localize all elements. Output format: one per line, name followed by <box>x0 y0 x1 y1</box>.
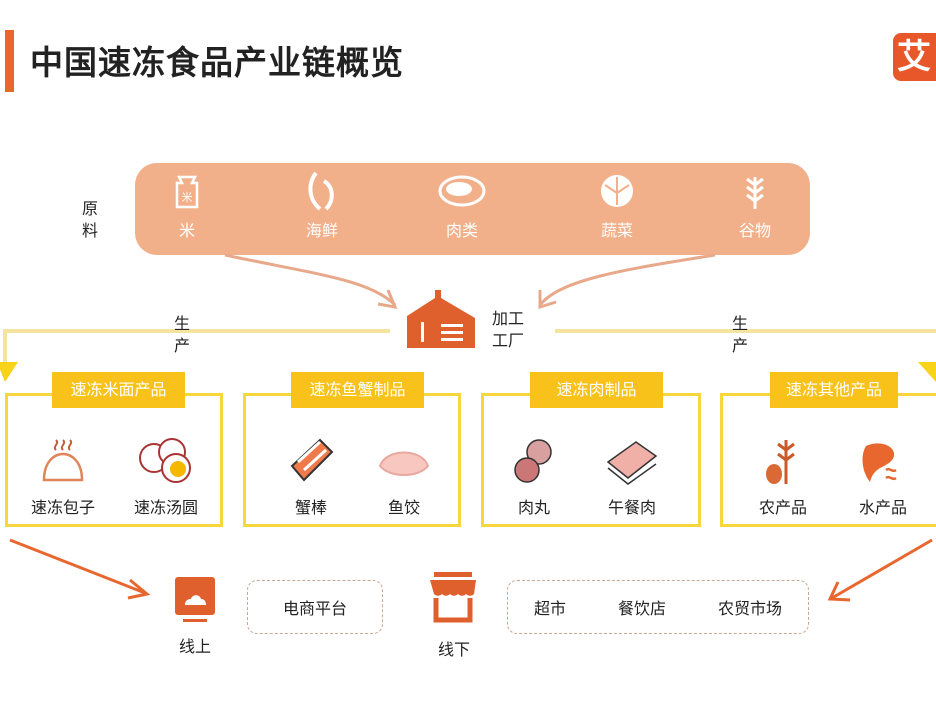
svg-text:米: 米 <box>182 191 193 204</box>
raw-item-meat: 肉类 <box>417 171 507 241</box>
outlet-ecommerce: 电商平台 <box>282 599 347 618</box>
raw-item-label: 蔬菜 <box>600 221 633 240</box>
raw-item-label: 谷物 <box>738 221 771 240</box>
product-label: 速冻汤圆 <box>133 498 198 517</box>
online-outlets-box: 电商平台 <box>247 580 383 634</box>
product-tangyuan: 速冻汤圆 <box>116 436 216 518</box>
raw-item-seafood: 海鲜 <box>277 171 367 241</box>
raw-item-rice: 米 米 <box>142 171 232 241</box>
raw-item-vegetable: 蔬菜 <box>572 171 662 241</box>
meatball-icon <box>514 439 552 483</box>
raw-label-char: 料 <box>82 221 99 240</box>
wheat-icon <box>746 177 764 209</box>
steak-icon <box>438 175 486 207</box>
category-tab: 速冻其他产品 <box>770 372 898 408</box>
raw-item-grain: 谷物 <box>710 171 800 241</box>
product-luncheon-meat: 午餐肉 <box>582 436 682 518</box>
arrowhead-right <box>918 362 936 382</box>
offline-outlets-box: 超市 餐饮店 农贸市场 <box>507 580 809 634</box>
product-meatball: 肉丸 <box>484 436 584 518</box>
product-label: 水产品 <box>858 498 907 517</box>
dumpling-icon <box>378 451 430 476</box>
category-tab: 速冻鱼蟹制品 <box>291 372 424 408</box>
product-aquatic: 水产品 <box>833 436 933 518</box>
fish-icon <box>308 171 334 211</box>
arrow-to-offline <box>831 538 933 600</box>
factory-label-line: 工厂 <box>492 331 525 350</box>
category-tab: 速冻肉制品 <box>530 372 663 408</box>
category-rice-noodle: 速冻包子 速冻汤圆 <box>5 393 223 527</box>
steamed-bun-icon <box>42 439 84 482</box>
outlet-supermarket: 超市 <box>533 599 566 618</box>
product-label: 鱼饺 <box>387 498 420 517</box>
raw-materials-box: 米 米 海鲜 肉类 蔬菜 谷物 <box>135 163 810 255</box>
outlet-farmers-market: 农贸市场 <box>717 599 782 618</box>
arrow-raw-to-factory-right <box>538 253 716 306</box>
online-shop-icon <box>175 577 215 622</box>
product-label: 肉丸 <box>517 498 550 517</box>
offline-store-icon <box>430 572 476 623</box>
production-label-right: 生 产 <box>732 313 750 357</box>
product-label: 蟹棒 <box>294 498 327 517</box>
raw-item-label: 肉类 <box>445 221 478 240</box>
title-accent-bar <box>5 30 14 92</box>
product-label: 午餐肉 <box>607 498 656 517</box>
page-title: 中国速冻食品产业链概览 <box>30 43 404 82</box>
product-label: 速冻包子 <box>30 498 95 517</box>
offline-label: 线下 <box>438 640 471 659</box>
arrow-raw-to-factory-left <box>224 253 397 307</box>
arrowhead <box>377 289 398 309</box>
arrow-to-online <box>9 538 146 595</box>
product-agricultural: 农产品 <box>733 436 833 518</box>
brand-logo: 艾 <box>893 33 936 81</box>
outlet-restaurant: 餐饮店 <box>617 599 666 618</box>
product-label: 农产品 <box>758 498 807 517</box>
production-char: 生 <box>732 314 749 333</box>
fish-icon <box>862 443 897 482</box>
category-fish-crab: 蟹棒 鱼饺 <box>243 393 461 527</box>
arrowhead-left <box>0 362 18 382</box>
category-other: 农产品 水产品 <box>720 393 936 527</box>
rice-ball-icon <box>139 438 191 483</box>
online-label: 线上 <box>179 637 212 656</box>
cabbage-icon <box>601 175 633 207</box>
grain-icon <box>766 440 795 484</box>
production-char: 生 <box>174 314 191 333</box>
production-char: 产 <box>732 336 749 355</box>
factory-label-line: 加工 <box>492 309 525 328</box>
arrowhead <box>827 581 851 602</box>
raw-item-label: 米 <box>178 221 195 240</box>
production-label-left: 生 产 <box>174 313 192 357</box>
production-line-left <box>3 329 390 365</box>
product-crab-stick: 蟹棒 <box>261 436 361 518</box>
luncheon-meat-icon <box>606 441 658 485</box>
category-meat: 肉丸 午餐肉 <box>481 393 701 527</box>
raw-materials-label: 原 料 <box>82 198 100 242</box>
arrowhead <box>538 290 557 310</box>
product-fish-dumpling: 鱼饺 <box>354 436 454 518</box>
production-char: 产 <box>174 336 191 355</box>
factory-icon <box>407 290 475 348</box>
factory-label: 加工 工厂 <box>492 308 524 352</box>
raw-label-char: 原 <box>82 199 99 218</box>
raw-item-label: 海鲜 <box>305 221 338 240</box>
product-baozi: 速冻包子 <box>13 436 113 518</box>
category-tab: 速冻米面产品 <box>52 372 185 408</box>
arrowhead <box>127 578 151 600</box>
rice-bag-icon: 米 <box>175 175 199 209</box>
crab-stick-icon <box>290 438 334 482</box>
